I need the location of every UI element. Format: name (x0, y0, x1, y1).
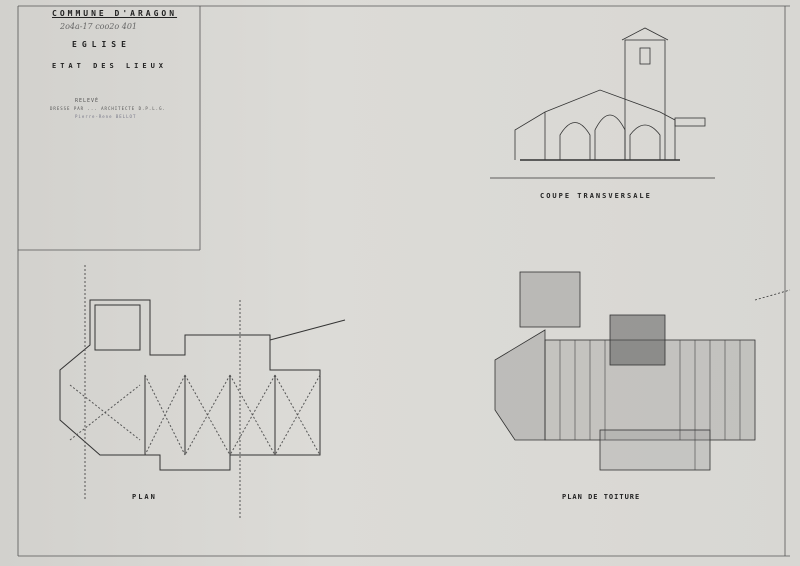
floor-plan (59, 265, 346, 520)
plan-label: PLAN (132, 493, 157, 501)
handwritten-reference: 2o4a-17 coo2o 401 (60, 22, 138, 31)
survey-label: RELEVÉ (75, 98, 100, 104)
architect-stamp: Pierre-Rene BELLOT (75, 114, 137, 119)
sheet-frame (17, 5, 790, 557)
survey-author: DRESSE PAR ... ARCHITECTE D.P.L.G. (50, 106, 166, 111)
section-drawing (490, 27, 715, 179)
roof-plan-label: PLAN DE TOITURE (562, 493, 641, 501)
roof-plan (494, 271, 791, 471)
subject-title: ETAT DES LIEUX (52, 62, 168, 70)
section-label: COUPE TRANSVERSALE (540, 192, 652, 200)
commune-title: COMMUNE D'ARAGON (52, 9, 178, 18)
building-title: EGLISE (72, 40, 131, 49)
